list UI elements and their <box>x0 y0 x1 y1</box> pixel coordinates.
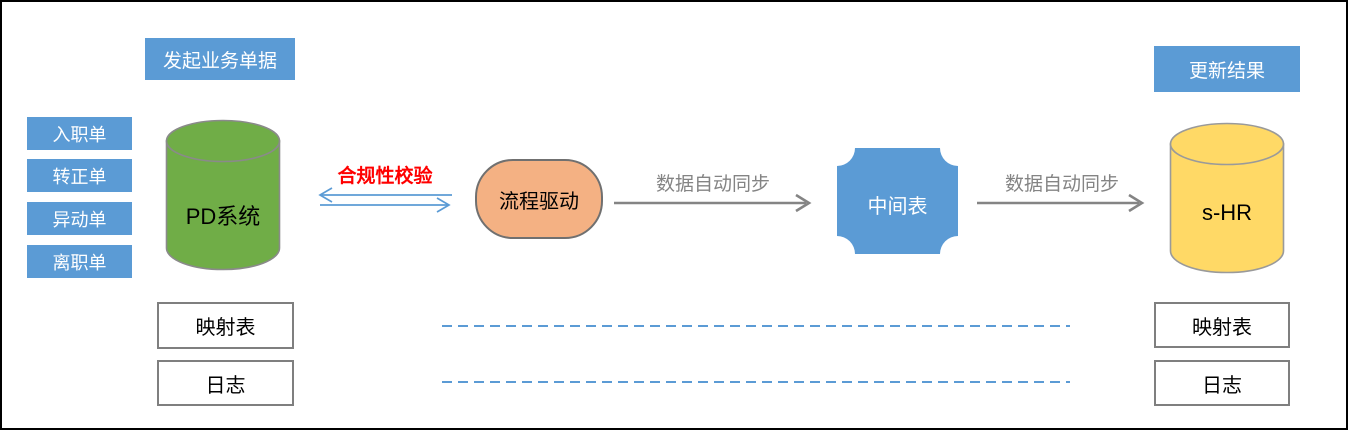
left-log-box: 日志 <box>157 360 294 406</box>
doc-item-resignation: 离职单 <box>27 245 132 278</box>
database-cylinder-icon <box>165 119 281 271</box>
initiate-business-doc-label: 发起业务单据 <box>145 38 295 80</box>
dashed-connector-line <box>442 325 1070 327</box>
left-mapping-table-box: 映射表 <box>157 302 294 349</box>
right-mapping-table-box: 映射表 <box>1154 302 1290 348</box>
plaque-shape-icon <box>837 148 958 254</box>
shr-system-label: s-HR <box>1201 200 1253 225</box>
right-arrow-icon <box>977 193 1145 213</box>
sync-label-2: 数据自动同步 <box>1004 174 1119 195</box>
process-driver-node: 流程驱动 <box>475 159 603 239</box>
compliance-check-label: 合规性校验 <box>337 166 433 187</box>
intermediate-table-node: 中间表 <box>837 148 958 254</box>
bidirectional-arrow-icon <box>318 187 452 213</box>
update-result-label: 更新结果 <box>1154 46 1300 92</box>
dashed-connector-line <box>442 381 1070 383</box>
pd-system-cylinder: PD系统 <box>165 119 281 271</box>
right-arrow-icon <box>614 193 812 213</box>
database-cylinder-icon <box>1169 122 1285 274</box>
shr-system-cylinder: s-HR <box>1169 122 1285 274</box>
doc-item-transfer: 异动单 <box>27 202 132 235</box>
pd-system-label: PD系统 <box>185 204 261 229</box>
doc-item-confirmation: 转正单 <box>27 159 132 192</box>
intermediate-table-label: 中间表 <box>867 196 928 218</box>
right-log-box: 日志 <box>1154 360 1290 406</box>
sync-label-1: 数据自动同步 <box>655 174 770 195</box>
doc-item-onboarding: 入职单 <box>27 117 132 150</box>
